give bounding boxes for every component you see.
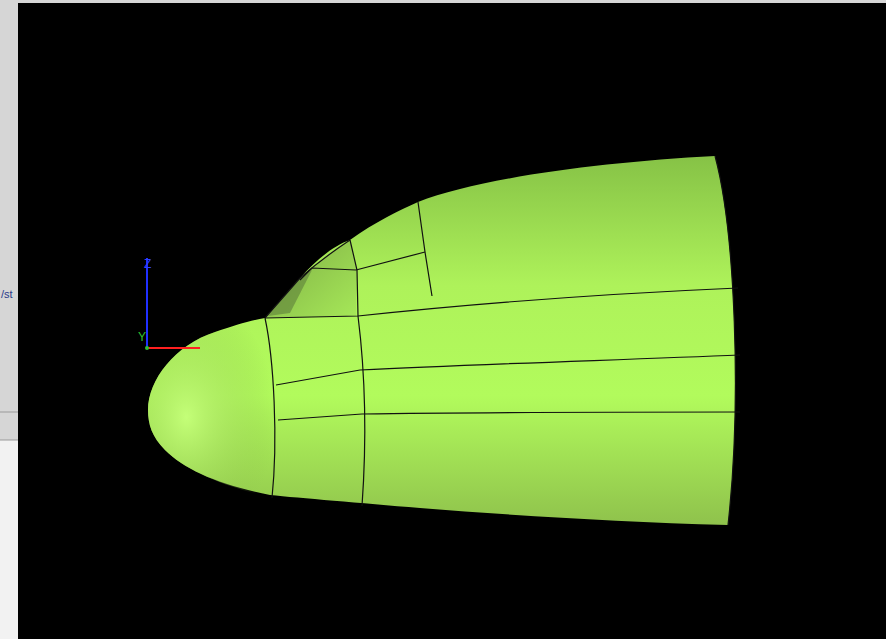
z-axis: [146, 258, 148, 348]
path-text: /st: [1, 289, 13, 300]
panel-lines: [265, 156, 740, 525]
viewport-ground: [18, 3, 886, 639]
windshield-shade: [268, 270, 312, 316]
host-panel: [0, 440, 18, 639]
host-rule: [0, 412, 18, 413]
host-rule: [0, 440, 18, 441]
y-axis: [145, 346, 149, 350]
x-axis: [147, 347, 200, 349]
fuselage-nose: [148, 156, 735, 525]
axis-label: Z: [144, 258, 151, 270]
nose-tip-highlight: [148, 318, 276, 498]
axis-label: Y: [138, 331, 146, 343]
windshield: [265, 240, 357, 318]
